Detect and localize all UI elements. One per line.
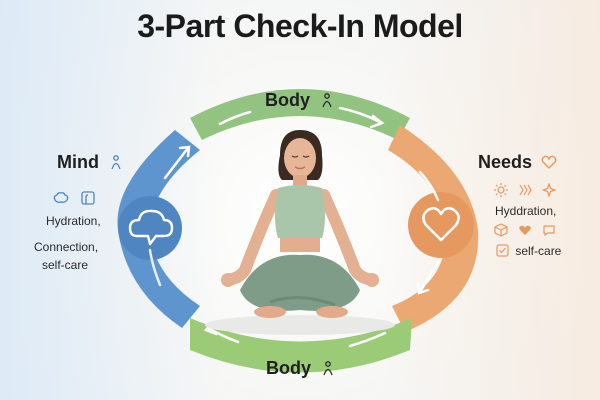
mind-item-self-care: self-care	[42, 258, 89, 272]
door-icon	[81, 191, 95, 205]
sun-icon	[494, 183, 508, 197]
person-icon	[322, 93, 332, 108]
check-box-icon	[496, 244, 509, 257]
page-title: 3-Part Check-In Model	[137, 8, 463, 44]
meditating-person-illustration	[205, 130, 395, 335]
box-icon	[494, 223, 508, 237]
heart-icon	[541, 155, 557, 169]
left-section-label: Mind	[57, 152, 124, 173]
person-icon	[111, 155, 121, 170]
needs-item-self-care: self-care	[515, 244, 562, 258]
left-node	[118, 196, 182, 260]
heart-icon	[422, 206, 460, 242]
top-body-arc	[190, 89, 410, 140]
person-icon	[323, 361, 333, 376]
needs-item-hydration: Hyddration,	[495, 204, 557, 218]
background-left-tint	[0, 0, 220, 400]
mind-item-hydration: Hydration,	[46, 214, 101, 228]
needs-icon-row-1	[494, 183, 556, 197]
needs-label-text: Needs	[478, 152, 533, 172]
heart-hands-icon	[519, 225, 531, 235]
needs-self-care-row: self-care	[496, 244, 561, 258]
needs-icon-row-2	[494, 223, 556, 237]
bottom-body-label-text: Body	[266, 358, 311, 378]
right-node	[408, 192, 474, 258]
right-section-label: Needs	[478, 152, 557, 173]
chat-bubble-icon	[543, 225, 555, 236]
cloud-icon	[128, 209, 174, 246]
top-body-label-text: Body	[265, 90, 310, 110]
waves-icon	[519, 184, 532, 196]
mind-icon-row	[52, 190, 96, 206]
bottom-section-label: Body	[266, 358, 336, 379]
mind-item-connection: Connection,	[34, 240, 99, 254]
left-mind-arc	[117, 130, 200, 328]
mind-label-text: Mind	[57, 152, 99, 172]
background-right-tint	[380, 0, 600, 400]
bottom-body-arc	[190, 318, 412, 373]
sparkle-icon	[542, 183, 556, 197]
right-needs-arc	[388, 125, 479, 332]
top-section-label: Body	[265, 90, 335, 111]
brain-icon	[53, 192, 69, 203]
